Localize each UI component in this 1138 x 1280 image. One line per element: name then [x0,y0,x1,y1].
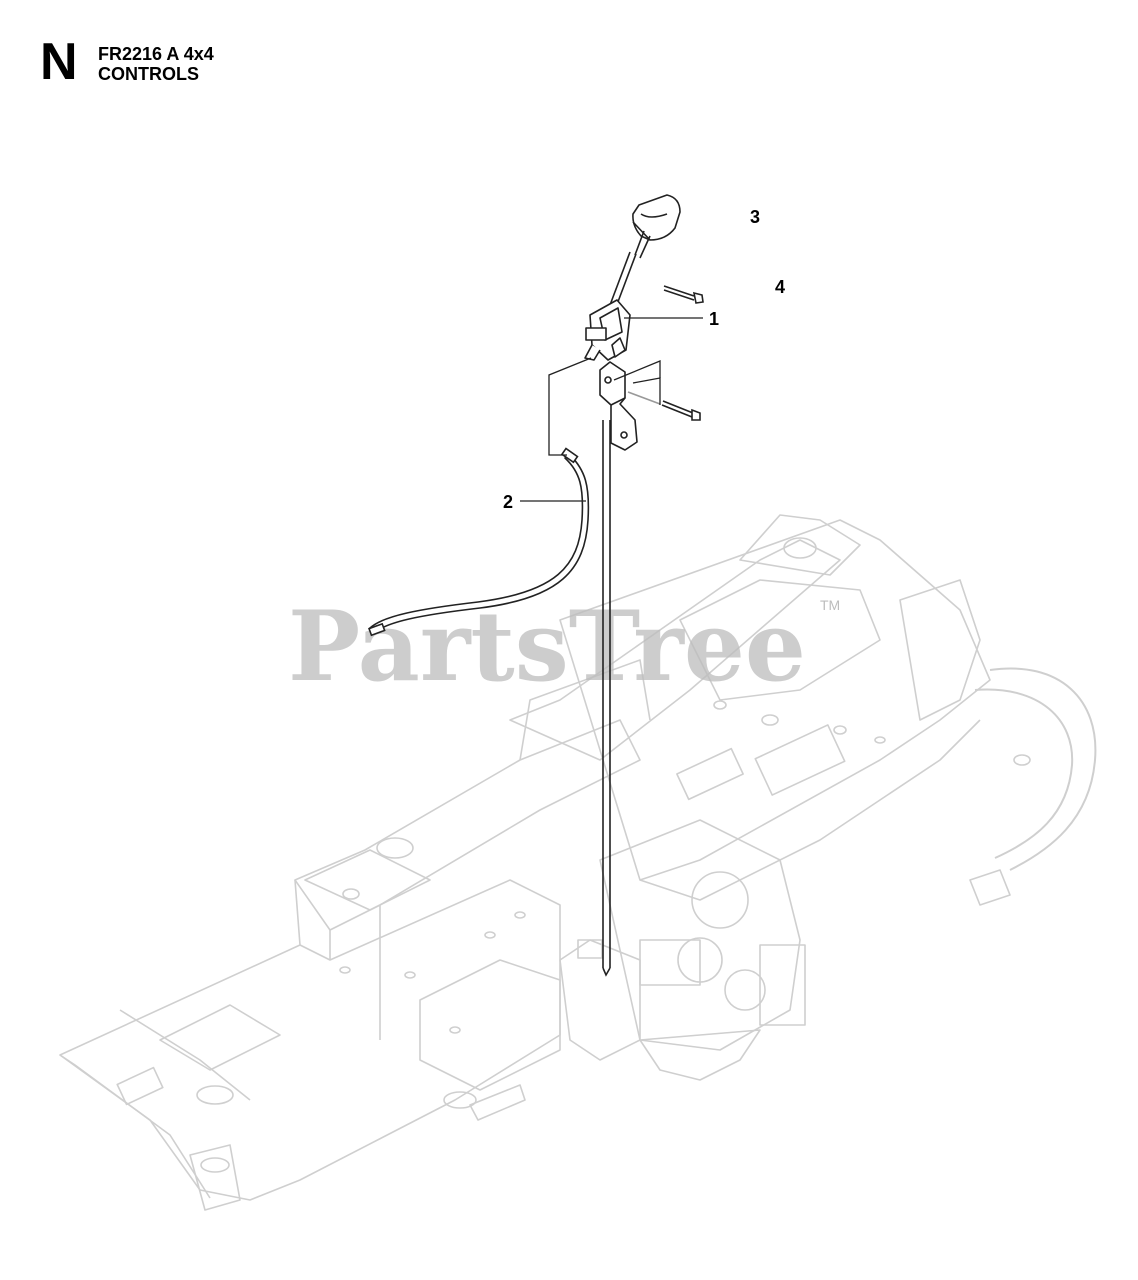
callout-4: 4 [775,277,785,297]
throttle-control-part-1 [584,251,637,361]
screws-part-4 [627,285,704,421]
section-letter: N [40,33,78,91]
callout-2: 2 [503,492,513,512]
control-knob-part-3 [632,194,681,259]
diagram-title-block: FR2216 A 4x4 CONTROLS [98,44,214,84]
throttle-rod [602,420,611,977]
callout-3: 3 [750,207,760,227]
mounting-bracket-part-4 [599,361,638,451]
callout-1: 1 [709,309,719,329]
throttle-cable-part-2 [368,447,590,637]
callout-numbers: 1 2 3 4 [503,207,785,512]
section-title: CONTROLS [98,64,199,84]
leader-lines [520,317,703,502]
watermark: PartsTree TM [288,590,840,703]
chassis-frame-illustration [59,514,1097,1211]
model-name: FR2216 A 4x4 [98,44,214,64]
reference-lines [548,357,661,456]
watermark-text: PartsTree [288,590,806,703]
watermark-tm: TM [820,597,840,613]
